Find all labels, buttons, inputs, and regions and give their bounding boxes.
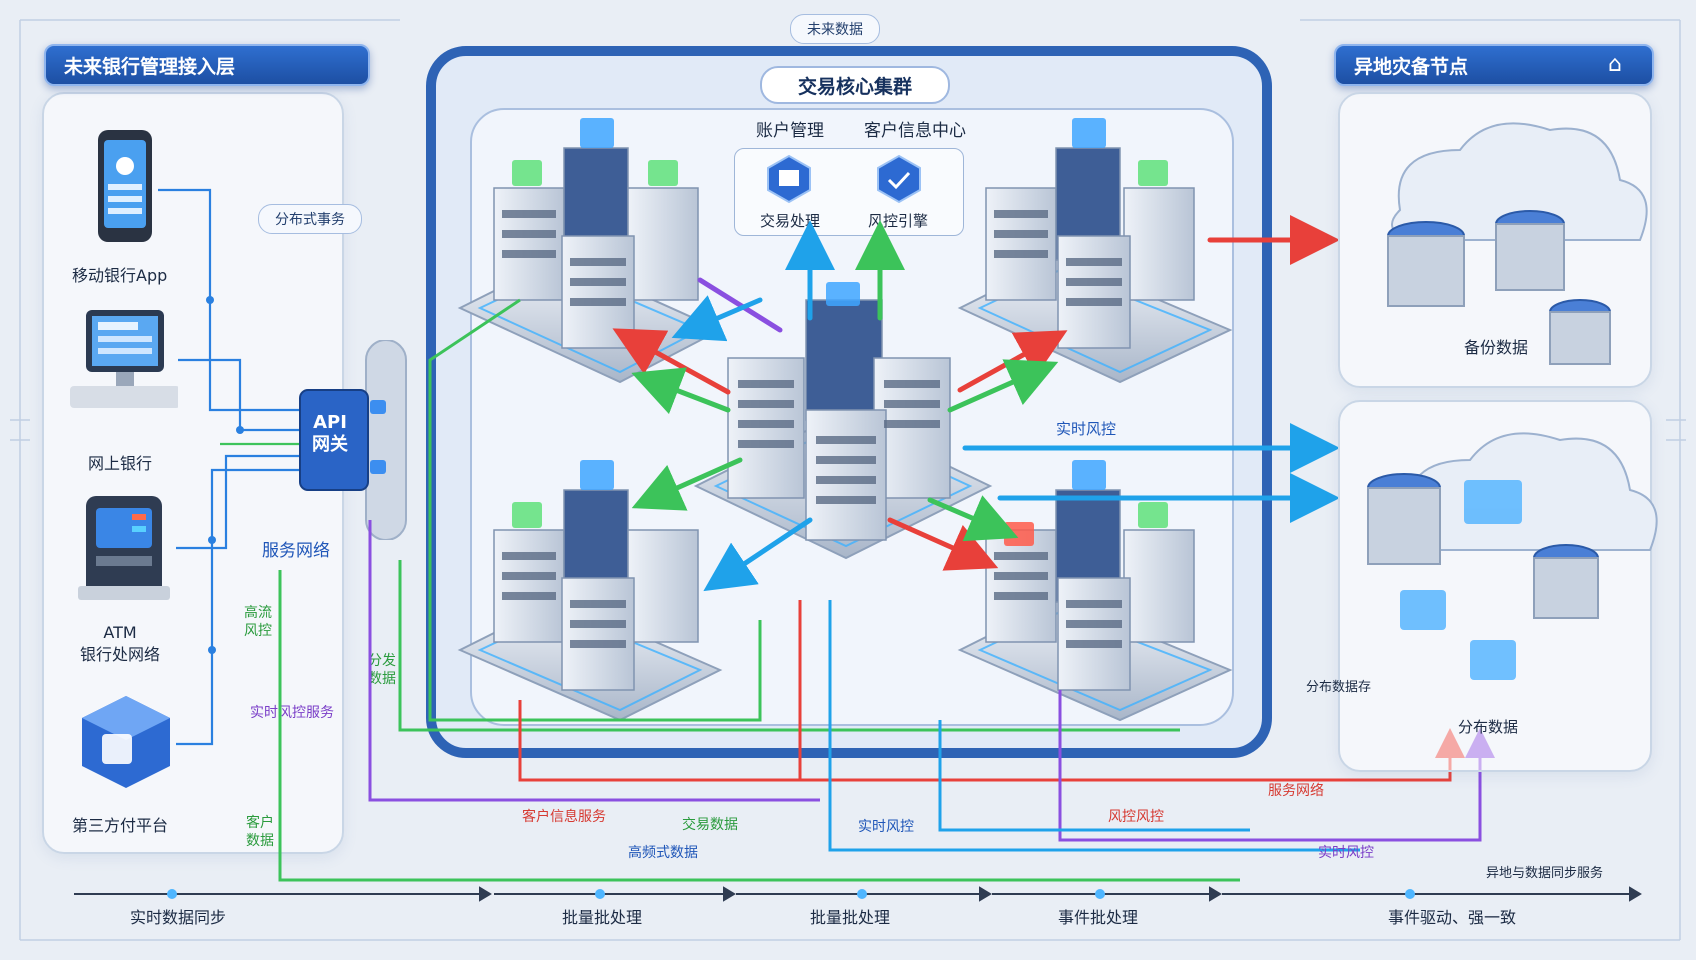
risk-engine-icon (877, 154, 921, 204)
timeline-item-5: 事件驱动、强一致 (1388, 908, 1517, 927)
atm-icon (78, 496, 170, 600)
service-mesh-label-left: 服务网络 (262, 541, 330, 561)
customer-data-label: 客户 数据 (246, 815, 274, 849)
realtime-risk-label: 实时风控 (1056, 420, 1117, 438)
account-mgmt-label: 账户管理 (756, 121, 824, 141)
dr-node-title: 异地灾备节点 (1334, 44, 1654, 86)
top-badge: 未来数据 (790, 14, 880, 44)
storage-label: 分布数据存 (1306, 680, 1372, 695)
flow-label-realtime-risk: 实时风控 (858, 819, 914, 835)
timeline-item-2: 批量批处理 (562, 908, 643, 927)
api-cube-icon (82, 696, 170, 788)
channel-label-thirdparty: 第三方付平台 (72, 816, 169, 835)
phone-icon (98, 130, 152, 242)
home-icon[interactable]: ⌂ (1608, 52, 1622, 77)
channel-label-mobile: 移动银行App (72, 266, 168, 285)
timeline-item-4: 事件批处理 (1058, 908, 1139, 927)
flow-label-customer-service: 客户信息服务 (522, 809, 606, 825)
customer-info-label: 客户信息中心 (864, 121, 966, 141)
tx-engine-icon (767, 154, 811, 204)
distributed-data-label: 分布数据 (1458, 718, 1519, 736)
channel-label-web: 网上银行 (88, 454, 153, 473)
gateway-device (299, 340, 407, 540)
distributed-tx-label: 分布式事务 (258, 204, 362, 234)
flow-label-tx-data: 交易数据 (682, 817, 738, 833)
access-layer-title: 未来银行管理接入层 (44, 44, 370, 86)
realtime-risk-service-label: 实时风控服务 (250, 705, 334, 721)
flow-label-service-mesh: 服务网络 (1268, 783, 1324, 799)
desktop-icon (70, 310, 178, 408)
core-cluster-title: 交易核心集群 (760, 66, 950, 104)
split-data-label: 分发 数据 (368, 653, 396, 687)
channel-label-atm: ATM 银行处网络 (80, 623, 161, 664)
high-risk-label: 高流 风控 (244, 605, 272, 639)
timeline-item-1: 实时数据同步 (130, 908, 227, 927)
flow-label-realtime-ctrl: 实时风控 (1318, 845, 1374, 861)
gateway-label: API网关 (312, 412, 348, 455)
flow-label-high-tx: 高频式数据 (628, 845, 698, 861)
timeline-item-3: 批量批处理 (810, 908, 891, 927)
backup-data-label: 备份数据 (1464, 338, 1529, 357)
flow-label-risk-control: 风控风控 (1108, 809, 1164, 825)
flow-label-sync-note: 异地与数据同步服务 (1486, 866, 1604, 881)
